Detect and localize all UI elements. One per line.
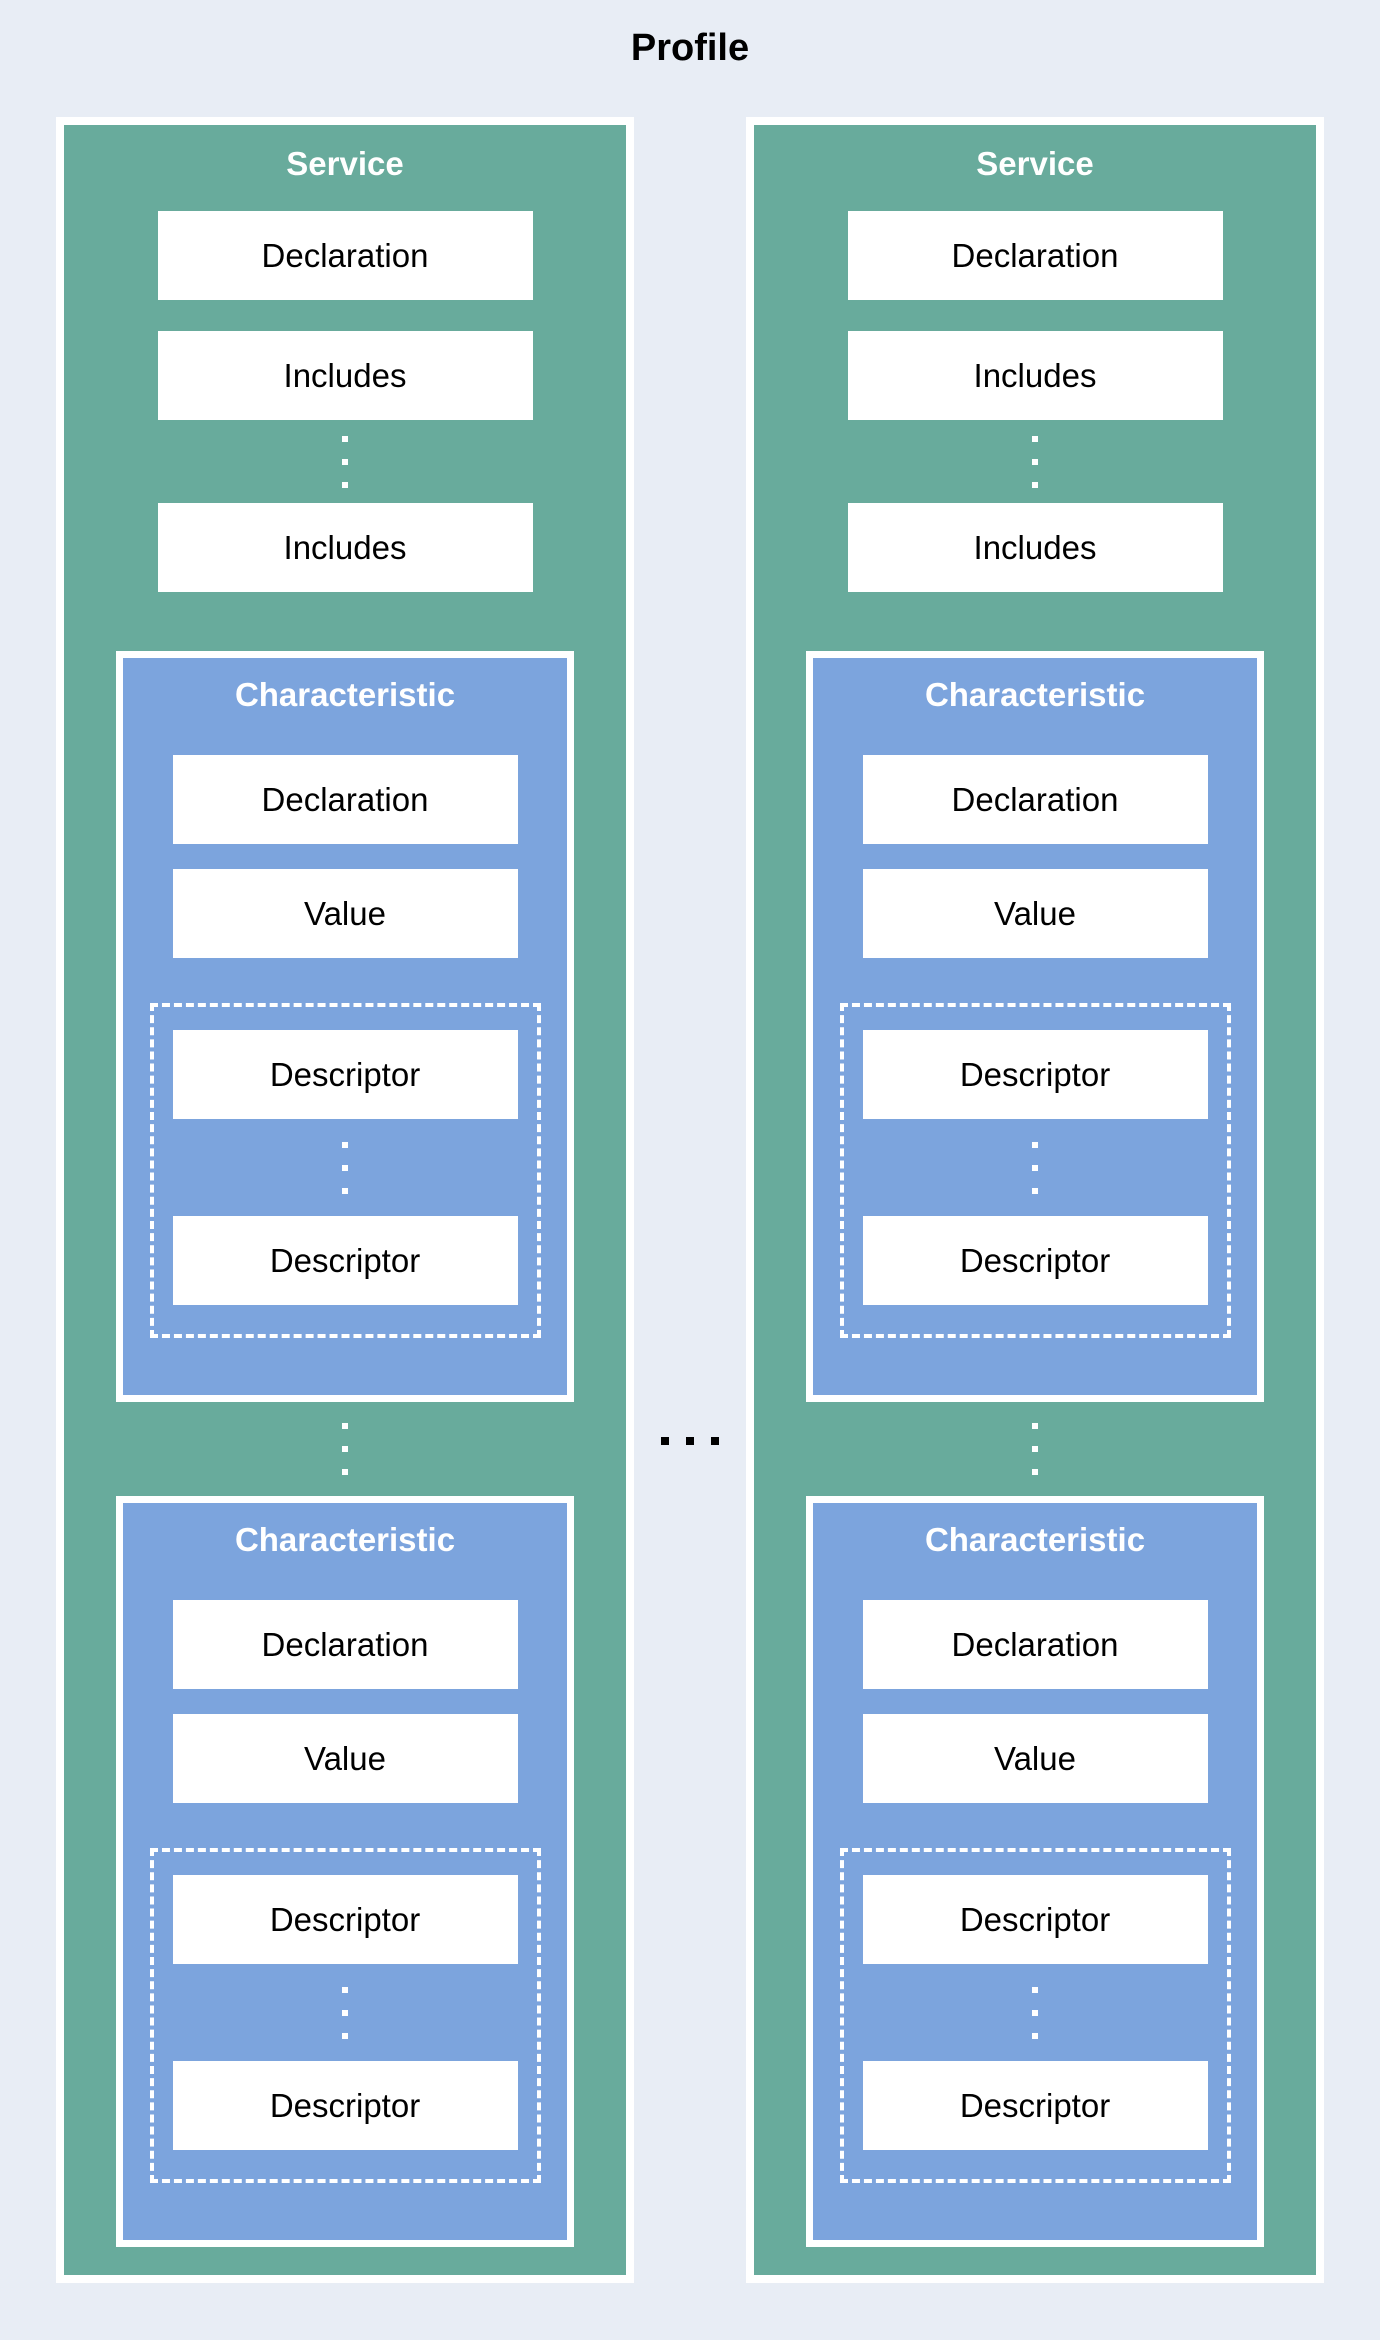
vertical-ellipsis-icon: [342, 1119, 348, 1216]
dot: [1032, 481, 1038, 488]
value-box: Value: [862, 1714, 1208, 1803]
descriptor-box: Descriptor: [172, 2061, 518, 2150]
descriptor-group: Descriptor Descriptor: [839, 1848, 1231, 2183]
declaration-box: Declaration: [172, 1600, 518, 1689]
vertical-ellipsis-icon: [342, 1964, 348, 2061]
service-title: Service: [286, 145, 404, 182]
dot: [1032, 1986, 1038, 1993]
dot: [1032, 1141, 1038, 1148]
dot: [711, 1437, 719, 1445]
value-box: Value: [172, 1714, 518, 1803]
value-box: Value: [862, 869, 1208, 958]
descriptor-box: Descriptor: [862, 2061, 1208, 2150]
dot: [342, 1187, 348, 1194]
dot: [1032, 435, 1038, 442]
dot: [342, 1446, 348, 1452]
dot: [342, 458, 348, 465]
dot: [342, 2009, 348, 2016]
descriptor-box: Descriptor: [172, 1030, 518, 1119]
page-title: Profile: [630, 27, 750, 69]
characteristic-box: Characteristic Declaration Value Descrip…: [806, 1496, 1264, 2247]
dot: [342, 1423, 348, 1429]
dot: [342, 481, 348, 488]
dot: [342, 1141, 348, 1148]
descriptor-box: Descriptor: [172, 1216, 518, 1305]
declaration-box: Declaration: [172, 755, 518, 844]
characteristic-title: Characteristic: [234, 1521, 456, 1558]
declaration-box: Declaration: [847, 211, 1223, 300]
includes-box: Includes: [157, 503, 533, 592]
dot: [342, 435, 348, 442]
characteristic-box: Characteristic Declaration Value Descrip…: [116, 1496, 574, 2247]
includes-box: Includes: [847, 331, 1223, 420]
service-box: Service Declaration Includes Includes Ch…: [56, 117, 634, 2283]
dot: [1032, 2032, 1038, 2039]
dot: [1032, 1469, 1038, 1475]
characteristic-box: Characteristic Declaration Value Descrip…: [806, 651, 1264, 1402]
characteristic-title: Characteristic: [234, 676, 456, 713]
descriptor-box: Descriptor: [862, 1030, 1208, 1119]
service-box: Service Declaration Includes Includes Ch…: [746, 117, 1324, 2283]
service-columns: Service Declaration Includes Includes Ch…: [0, 117, 1380, 2283]
vertical-ellipsis-icon: [1032, 1119, 1038, 1216]
characteristic-title: Characteristic: [924, 1521, 1146, 1558]
dot: [1032, 1164, 1038, 1171]
vertical-ellipsis-icon: [1032, 1402, 1038, 1496]
descriptor-box: Descriptor: [862, 1216, 1208, 1305]
includes-box: Includes: [847, 503, 1223, 592]
service-title: Service: [976, 145, 1094, 182]
descriptor-group: Descriptor Descriptor: [149, 1848, 541, 2183]
declaration-box: Declaration: [862, 755, 1208, 844]
declaration-box: Declaration: [862, 1600, 1208, 1689]
dot: [342, 2032, 348, 2039]
descriptor-group: Descriptor Descriptor: [149, 1003, 541, 1338]
descriptor-box: Descriptor: [172, 1875, 518, 1964]
descriptor-box: Descriptor: [862, 1875, 1208, 1964]
dot: [342, 1164, 348, 1171]
dot: [1032, 458, 1038, 465]
includes-box: Includes: [157, 331, 533, 420]
vertical-ellipsis-icon: [1032, 1964, 1038, 2061]
value-box: Value: [172, 869, 518, 958]
dot: [342, 1986, 348, 1993]
vertical-ellipsis-icon: [1032, 420, 1038, 503]
dot: [342, 1469, 348, 1475]
vertical-ellipsis-icon: [342, 420, 348, 503]
dot: [1032, 1446, 1038, 1452]
dot: [1032, 1187, 1038, 1194]
vertical-ellipsis-icon: [342, 1402, 348, 1496]
declaration-box: Declaration: [157, 211, 533, 300]
horizontal-ellipsis-icon: [661, 1437, 719, 1445]
characteristic-box: Characteristic Declaration Value Descrip…: [116, 651, 574, 1402]
descriptor-group: Descriptor Descriptor: [839, 1003, 1231, 1338]
dot: [686, 1437, 694, 1445]
characteristic-title: Characteristic: [924, 676, 1146, 713]
dot: [661, 1437, 669, 1445]
dot: [1032, 2009, 1038, 2016]
dot: [1032, 1423, 1038, 1429]
